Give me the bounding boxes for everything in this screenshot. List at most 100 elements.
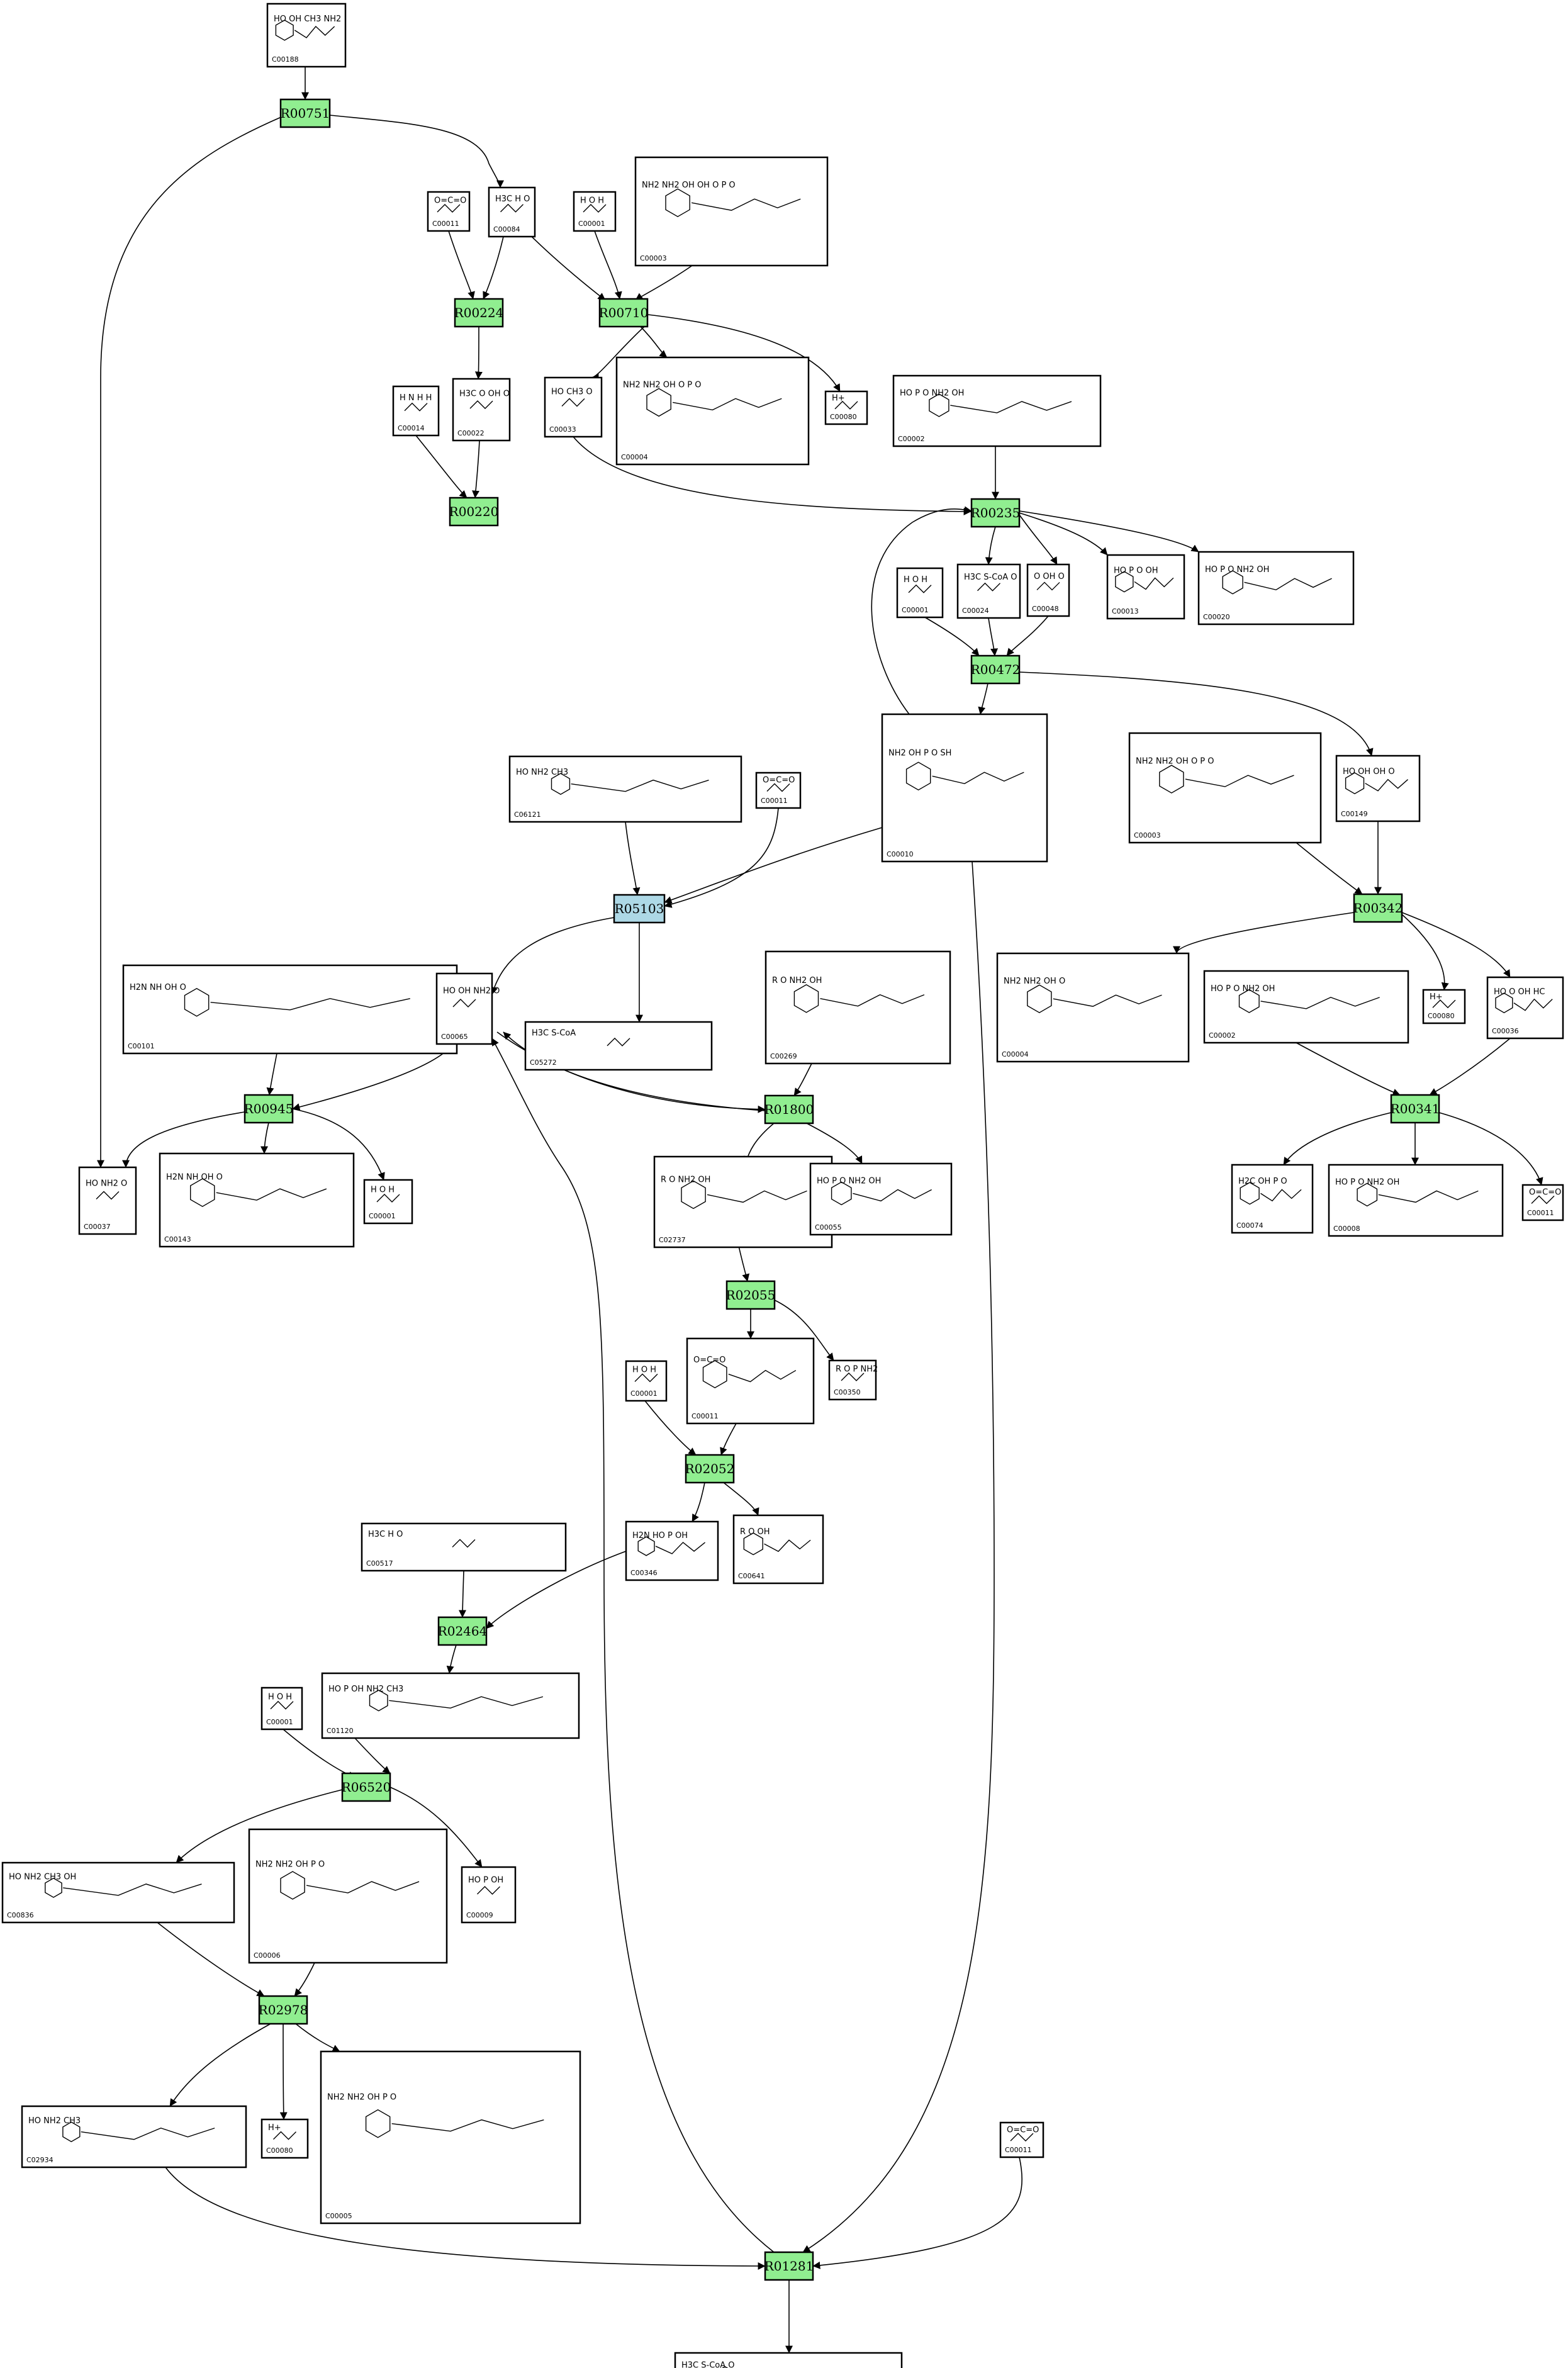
reaction-box[interactable] <box>1353 893 1403 923</box>
compound-c00080[interactable]: H+C00080 <box>1422 989 1466 1024</box>
reaction-box[interactable] <box>970 654 1021 685</box>
compound-box[interactable] <box>1128 732 1322 844</box>
compound-box[interactable] <box>488 186 536 238</box>
compound-c00080[interactable]: H+C00080 <box>260 2118 309 2159</box>
reaction-r00235[interactable]: R00235 <box>970 498 1021 528</box>
reaction-r02052[interactable]: R02052 <box>685 1454 735 1484</box>
reaction-box[interactable] <box>764 1094 814 1125</box>
compound-box[interactable] <box>544 376 603 438</box>
reaction-r00341[interactable]: R00341 <box>1391 1094 1440 1124</box>
compound-box[interactable] <box>435 972 493 1045</box>
reaction-r00224[interactable]: R00224 <box>454 298 504 328</box>
reaction-r01800[interactable]: R01800 <box>764 1094 814 1125</box>
compound-box[interactable] <box>248 1828 448 1964</box>
compound-box[interactable] <box>1486 976 1564 1040</box>
compound-box[interactable] <box>732 1514 824 1585</box>
reaction-r06520[interactable]: R06520 <box>341 1772 391 1802</box>
reaction-r01281[interactable]: R01281 <box>764 2251 814 2281</box>
compound-box[interactable] <box>1203 970 1409 1044</box>
compound-box[interactable] <box>1197 551 1355 626</box>
compound-box[interactable] <box>1335 755 1421 822</box>
compound-box[interactable] <box>266 3 347 68</box>
compound-box[interactable] <box>1422 989 1466 1024</box>
compound-box[interactable] <box>392 385 440 437</box>
compound-c00154[interactable]: H3C S-CoA OC00154 <box>674 2352 903 2368</box>
compound-box[interactable] <box>1521 1184 1564 1221</box>
reaction-r00945[interactable]: R00945 <box>244 1094 294 1124</box>
reaction-box[interactable] <box>764 2251 814 2281</box>
reaction-r00710[interactable]: R00710 <box>599 298 649 328</box>
compound-box[interactable] <box>573 191 617 232</box>
reaction-box[interactable] <box>437 1616 488 1646</box>
reaction-r00220[interactable]: R00220 <box>449 497 499 527</box>
compound-box[interactable] <box>1 1861 235 1924</box>
compound-box[interactable] <box>686 1337 815 1425</box>
compound-box[interactable] <box>674 2352 903 2368</box>
compound-box[interactable] <box>828 1359 877 1401</box>
reaction-box[interactable] <box>449 497 499 527</box>
compound-box[interactable] <box>1231 1164 1314 1234</box>
compound-box[interactable] <box>78 1166 137 1235</box>
compound-box[interactable] <box>625 1520 719 1581</box>
reaction-box[interactable] <box>970 498 1021 528</box>
compound-box[interactable] <box>21 2105 247 2169</box>
reaction-r05103[interactable]: R05103 <box>613 894 666 924</box>
compound-box[interactable] <box>508 755 742 823</box>
compound-box[interactable] <box>892 374 1102 447</box>
compound-box[interactable] <box>615 356 810 466</box>
reaction-box[interactable] <box>341 1772 391 1802</box>
compound-box[interactable] <box>809 1162 953 1236</box>
compound-box[interactable] <box>1106 554 1185 620</box>
reaction-r02055[interactable]: R02055 <box>726 1280 776 1310</box>
compound-box[interactable] <box>824 390 868 425</box>
compound-box[interactable] <box>122 964 458 1055</box>
compound-box[interactable] <box>625 1360 668 1402</box>
compound-box[interactable] <box>320 2050 581 2225</box>
reaction-r02978[interactable]: R02978 <box>258 1995 308 2025</box>
compound-box[interactable] <box>881 713 1048 863</box>
reaction-box[interactable] <box>613 894 666 924</box>
reaction-box[interactable] <box>258 1995 308 2025</box>
compound-box[interactable] <box>634 156 829 267</box>
compound-box[interactable] <box>524 1021 713 1071</box>
compound-box[interactable] <box>996 952 1190 1063</box>
